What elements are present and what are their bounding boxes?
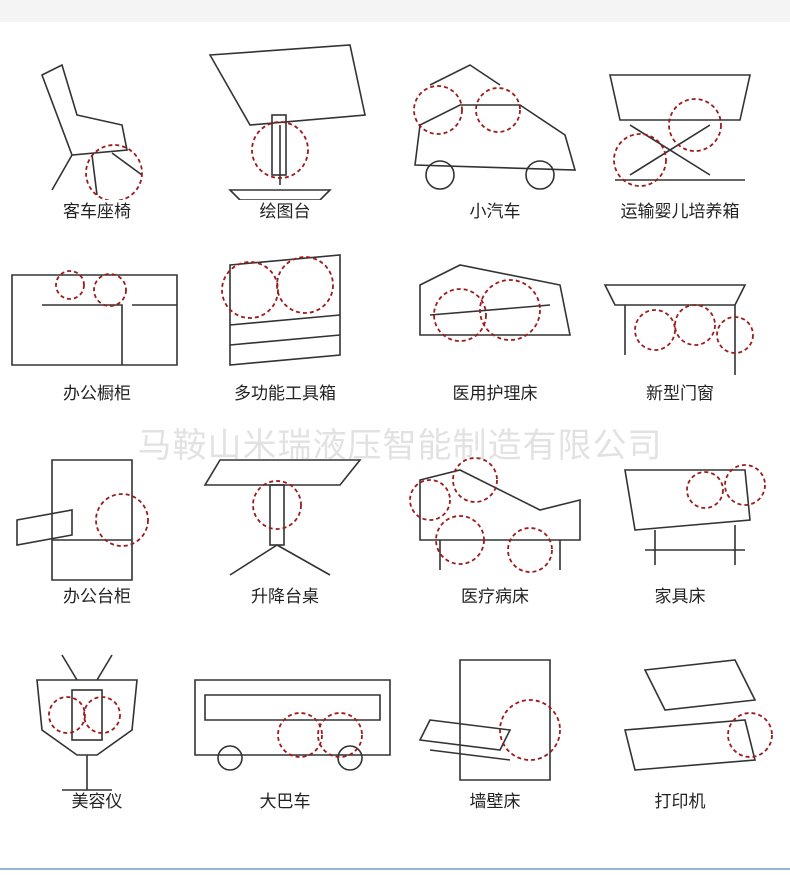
item-label: 医用护理床 [452,384,538,404]
watermark: 马鞍山米瑞液压智能制造有限公司 [137,426,663,466]
window-icon: path,rect,circle{fill:none;stroke:#333;s… [603,284,754,375]
desk-drawer-icon: path,rect,circle{fill:none;stroke:#333;s… [16,459,149,581]
item-label: 美容仪 [71,792,123,812]
beauty-chair-icon: path,rect,circle{fill:none;stroke:#333;s… [36,654,138,791]
item-label: 墙壁床 [469,792,521,812]
toolbox-icon: path,rect,circle{fill:none;stroke:#333;s… [221,254,341,366]
furniture-bed-icon: path,rect,circle{fill:none;stroke:#333;s… [624,464,766,565]
nursing-bed-icon: path,rect,circle{fill:none;stroke:#333;s… [419,264,571,342]
office-cabinet-icon: path,rect,circle{fill:none;stroke:#333;s… [11,270,178,366]
hospital-bed-icon: path,rect,circle{fill:none;stroke:#333;s… [409,457,581,573]
lift-table-icon: path,rect,circle{fill:none;stroke:#333;s… [203,459,362,576]
incubator-icon: path,rect,circle{fill:none;stroke:#333;s… [609,74,751,187]
item-label: 小汽车 [469,202,521,222]
item-label: 运输婴儿培养箱 [620,202,740,222]
item-label: 客车座椅 [63,202,131,222]
printer-icon: path,rect,circle{fill:none;stroke:#333;s… [623,659,773,771]
item-label: 升降台桌 [251,587,319,607]
wall-bed-icon: path,rect,circle{fill:none;stroke:#333;s… [418,659,561,781]
item-label: 办公橱柜 [63,384,131,404]
item-label: 办公台柜 [63,587,131,607]
bus-icon: path,rect,circle{fill:none;stroke:#333;s… [194,679,391,771]
item-label: 多功能工具箱 [234,384,336,404]
bus-seat-icon: path,rect,circle{fill:none;stroke:#333;s… [40,63,143,200]
item-label: 医疗病床 [461,587,529,607]
drafting-table-icon: path,rect,circle{fill:none;stroke:#333;s… [208,44,366,200]
car-icon: path,rect,circle{fill:none;stroke:#333;s… [413,64,577,190]
item-label: 大巴车 [259,792,311,812]
item-label: 绘图台 [259,202,311,222]
item-label: 新型门窗 [646,384,714,404]
bottom-divider [0,868,790,870]
item-label: 家具床 [654,587,706,607]
item-label: 打印机 [654,792,706,812]
top-band [0,0,790,22]
